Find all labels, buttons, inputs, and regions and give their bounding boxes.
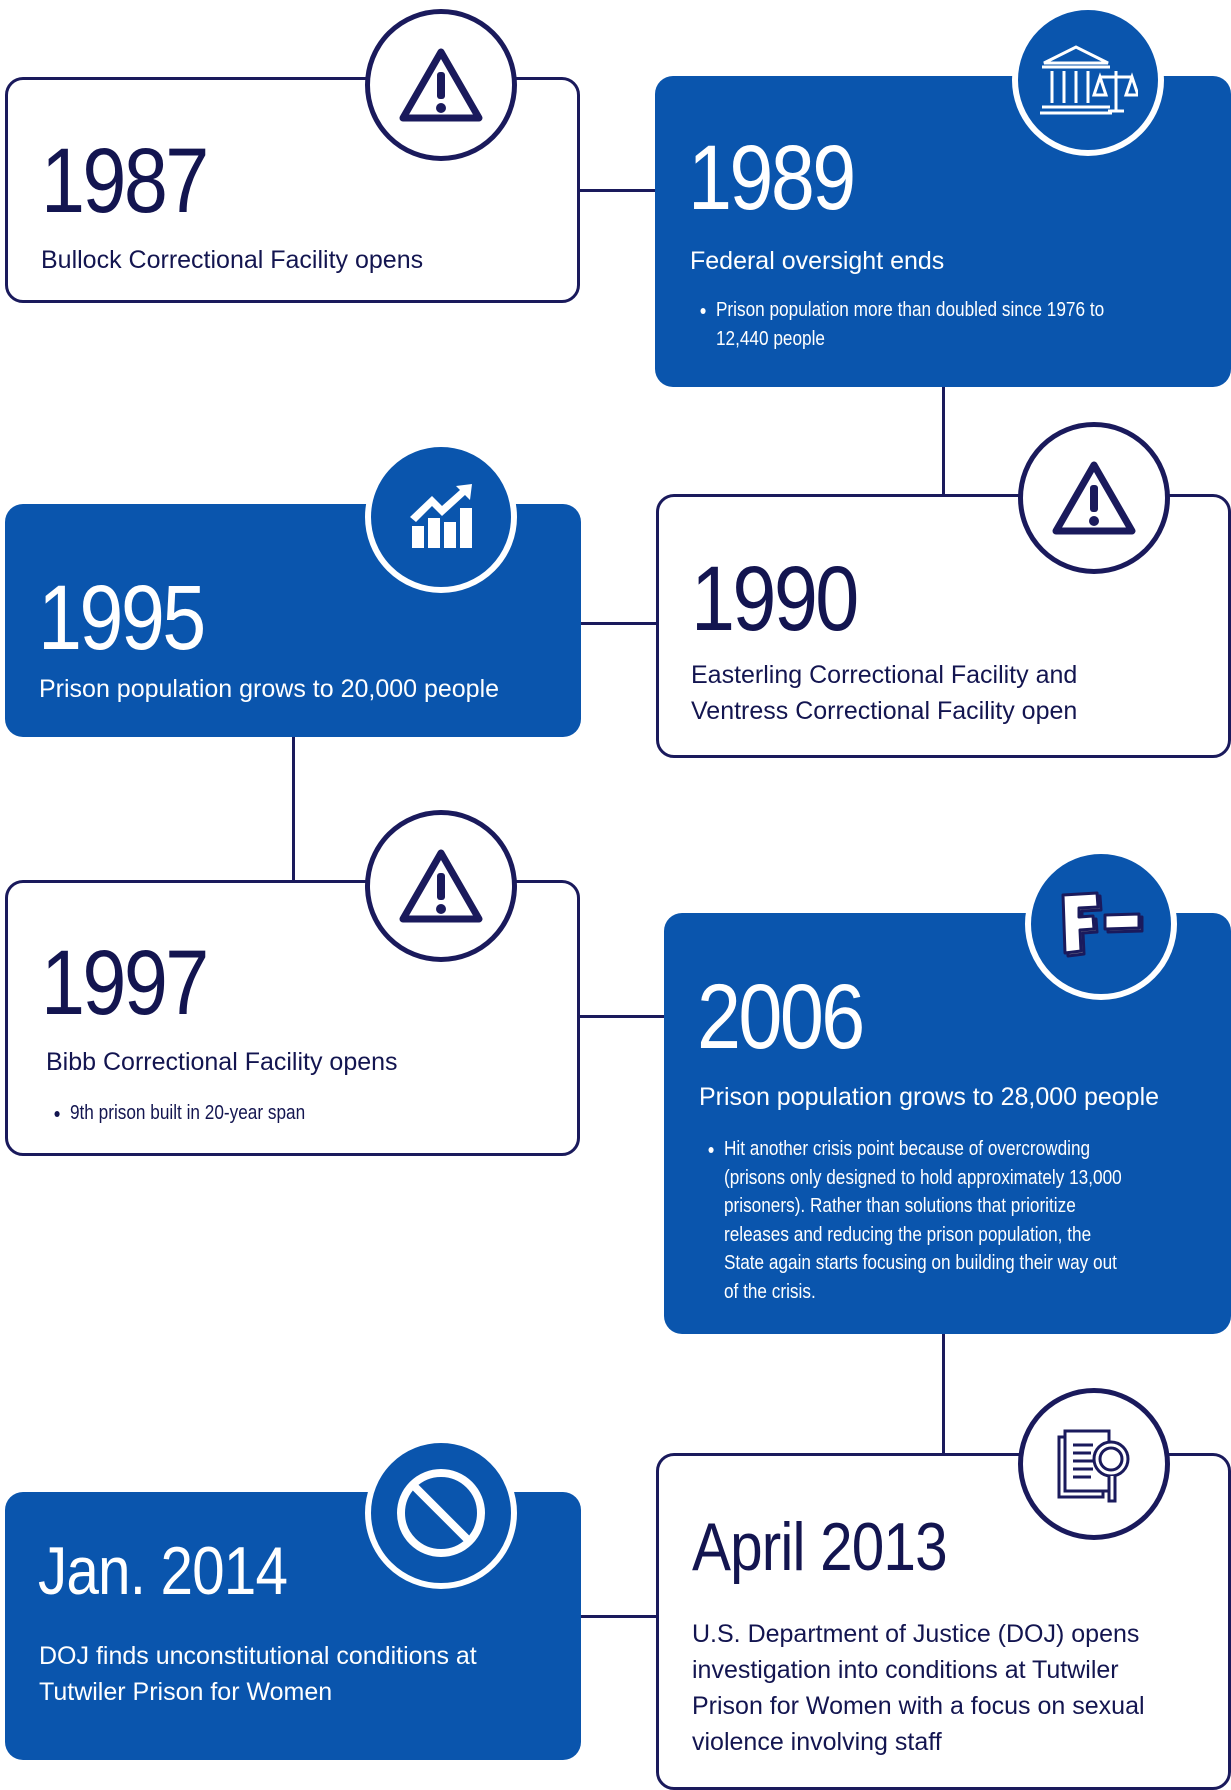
event-year: 2006 xyxy=(697,966,865,1068)
event-year: 1987 xyxy=(41,130,209,232)
event-title: Prison population grows to 20,000 people xyxy=(39,675,500,703)
event-title: Federal oversight ends xyxy=(690,247,945,275)
prohibited-icon xyxy=(397,1469,485,1557)
warning-icon-badge xyxy=(1018,422,1170,574)
connector-2013-2014 xyxy=(578,1615,658,1618)
warning-icon xyxy=(399,48,483,122)
event-year: 1990 xyxy=(691,548,859,650)
f-minus-grade-icon-badge xyxy=(1025,848,1177,1000)
connector-2006-2013 xyxy=(942,1332,945,1456)
event-year: 1995 xyxy=(38,567,206,669)
courthouse-scales-icon xyxy=(1040,45,1138,115)
document-magnifier-icon-badge xyxy=(1018,1388,1170,1540)
connector-1987-1989 xyxy=(578,189,658,192)
warning-icon-badge xyxy=(365,9,517,161)
event-bullet: Hit another crisis point because of over… xyxy=(693,1135,1123,1306)
courthouse-icon-badge xyxy=(1012,4,1164,156)
event-title: Bibb Correctional Facility opens xyxy=(46,1048,398,1076)
event-bullet: Prison population more than doubled sinc… xyxy=(685,296,1124,353)
bullet-item: 9th prison built in 20-year span xyxy=(70,1099,469,1128)
warning-icon xyxy=(1052,461,1136,535)
connector-1995-1997 xyxy=(292,736,295,884)
event-bullet: 9th prison built in 20-year span xyxy=(39,1099,469,1128)
connector-1997-2006 xyxy=(578,1015,666,1018)
document-magnifier-icon xyxy=(1057,1429,1130,1503)
event-year: 1989 xyxy=(688,127,856,229)
bullet-item: Hit another crisis point because of over… xyxy=(724,1135,1123,1306)
event-title: Bullock Correctional Facility opens xyxy=(41,246,424,274)
event-year: 1997 xyxy=(41,932,209,1034)
growth-chart-icon-badge xyxy=(365,441,517,593)
event-title: DOJ finds unconstitutional conditions at… xyxy=(39,1642,477,1706)
warning-icon xyxy=(399,849,483,923)
event-title: Easterling Correctional Facility and Ven… xyxy=(691,661,1078,725)
event-title: Prison population grows to 28,000 people xyxy=(699,1083,1160,1111)
event-year: Jan. 2014 xyxy=(38,1533,288,1609)
bullet-item: Prison population more than doubled sinc… xyxy=(716,296,1124,353)
growth-chart-icon xyxy=(410,484,472,548)
event-title: U.S. Department of Justice (DOJ) opens i… xyxy=(692,1620,1145,1756)
connector-1990-1995 xyxy=(578,622,658,625)
connector-1989-1990 xyxy=(942,386,945,496)
warning-icon-badge xyxy=(365,810,517,962)
prohibited-icon-badge xyxy=(365,1437,517,1589)
f-minus-grade-icon xyxy=(1061,891,1144,958)
event-year: April 2013 xyxy=(692,1509,948,1585)
